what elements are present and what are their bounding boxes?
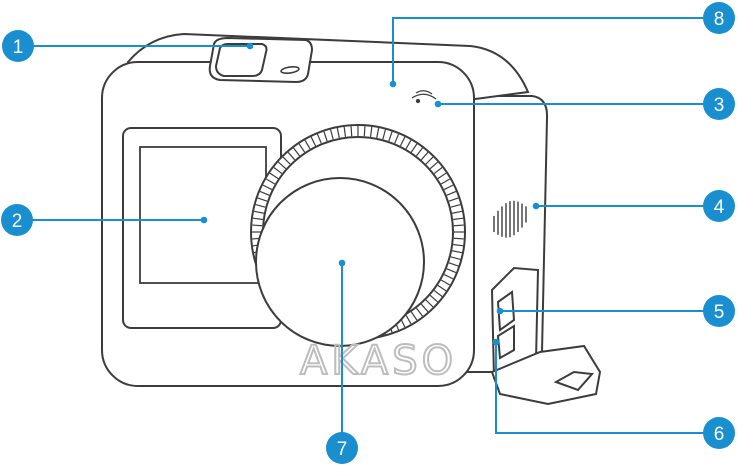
callout-badge-8	[703, 2, 735, 34]
leader-line-8	[392, 17, 714, 84]
callout-badge-2	[1, 204, 33, 236]
lens	[250, 124, 466, 347]
callout-6: 6	[703, 417, 735, 449]
wifi-icon	[411, 90, 437, 104]
callout-2: 2	[1, 204, 33, 236]
callout-badge-3	[703, 88, 735, 120]
leader-line-6	[495, 342, 716, 434]
leader-lines	[28, 17, 716, 442]
callout-7: 7	[326, 432, 358, 464]
callout-badge-6	[703, 417, 735, 449]
callout-number-1: 1	[13, 37, 24, 58]
callout-badge-1	[2, 30, 34, 62]
shutter-button	[208, 36, 314, 84]
callout-number-3: 3	[714, 95, 725, 116]
callout-badge-7	[326, 432, 358, 464]
front-screen	[122, 127, 282, 329]
callout-1: 1	[2, 30, 34, 62]
callout-3: 3	[703, 88, 735, 120]
callout-5: 5	[703, 295, 735, 327]
callout-number-4: 4	[714, 197, 725, 218]
brand-logo: AKASO	[300, 338, 457, 384]
callout-number-5: 5	[714, 302, 725, 323]
speaker-grille	[493, 200, 527, 238]
callout-number-2: 2	[12, 211, 23, 232]
callout-number-8: 8	[714, 9, 725, 30]
callout-4: 4	[703, 190, 735, 222]
callout-number-7: 7	[337, 439, 348, 460]
side-door-flap	[490, 344, 602, 406]
callout-8: 8	[703, 2, 735, 34]
memory-card-slot	[496, 324, 515, 360]
side-door	[490, 266, 602, 406]
callout-number-6: 6	[714, 424, 725, 445]
leader-dots	[200, 42, 540, 346]
callout-badge-5	[703, 295, 735, 327]
callout-badge-4	[703, 190, 735, 222]
